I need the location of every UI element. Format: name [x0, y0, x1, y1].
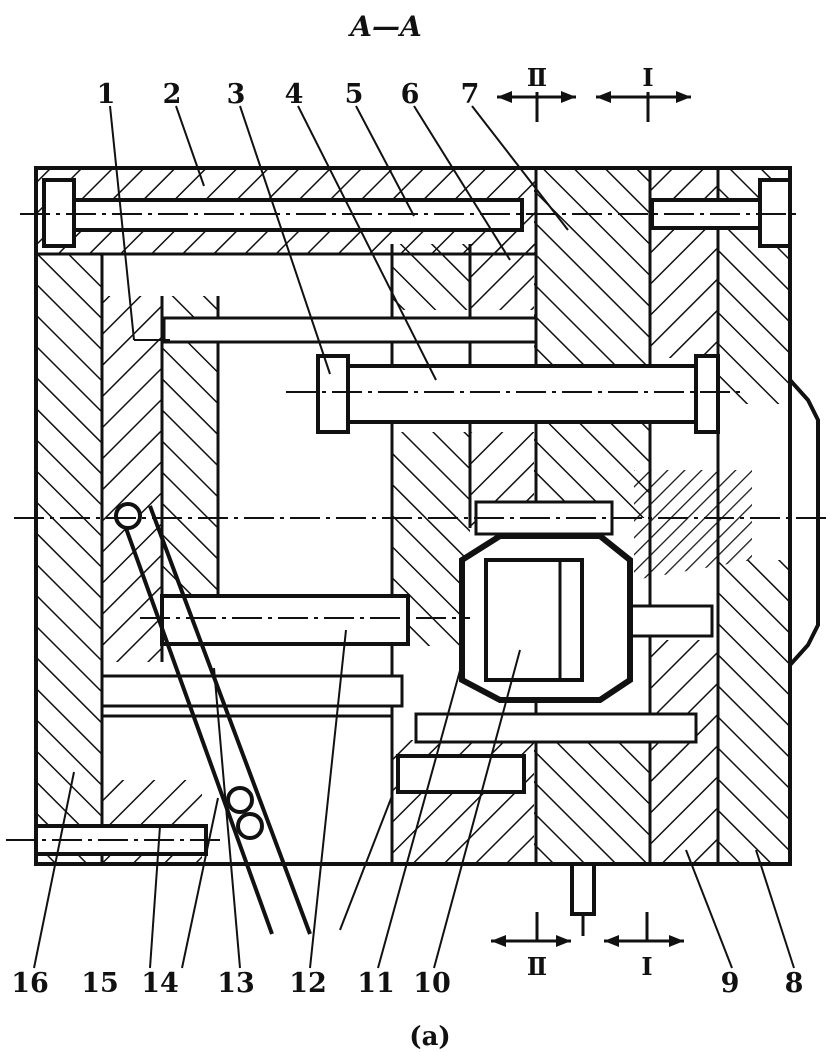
part-label-12: 12	[289, 968, 327, 999]
mould-outline	[34, 166, 820, 866]
part-label-1: 1	[97, 79, 116, 110]
top-part-labels: 1 2 3 4 5 6 7	[97, 79, 480, 110]
part-label-4: 4	[285, 79, 304, 110]
part-label-9: 9	[721, 968, 740, 999]
leader-lines	[33, 105, 795, 969]
part-label-10: 10	[413, 968, 451, 999]
part-label-14: 14	[141, 968, 179, 999]
section-mark-label: Ⅰ	[641, 952, 652, 981]
moulded-part	[459, 533, 633, 703]
section-mark-top-I: Ⅰ	[596, 63, 691, 122]
section-mark-label: Ⅰ	[642, 63, 653, 92]
part-label-13: 13	[217, 968, 255, 999]
part-label-2: 2	[163, 79, 182, 110]
cooling-nozzle	[570, 862, 596, 936]
part-label-8: 8	[785, 968, 804, 999]
part-label-16: 16	[11, 968, 49, 999]
inclined-rods	[114, 502, 312, 935]
part-label-5: 5	[345, 79, 364, 110]
center-lines	[6, 213, 826, 841]
section-mark-bottom-I: Ⅰ	[604, 912, 684, 981]
section-mark-label: Ⅱ	[527, 63, 547, 92]
bottom-part-labels: 16 15 14 13 12 11 10 9 8	[11, 968, 803, 999]
section-mark-label: Ⅱ	[527, 952, 547, 981]
section-mark-bottom-II: Ⅱ	[491, 912, 571, 981]
part-label-15: 15	[81, 968, 119, 999]
section-title: A—A	[347, 10, 421, 43]
part-label-11: 11	[357, 968, 395, 999]
section-mark-top-II: Ⅱ	[497, 63, 576, 122]
part-label-6: 6	[401, 79, 420, 110]
part-label-7: 7	[461, 79, 480, 110]
figure-caption: (a)	[409, 1022, 450, 1052]
part-label-3: 3	[227, 79, 246, 110]
